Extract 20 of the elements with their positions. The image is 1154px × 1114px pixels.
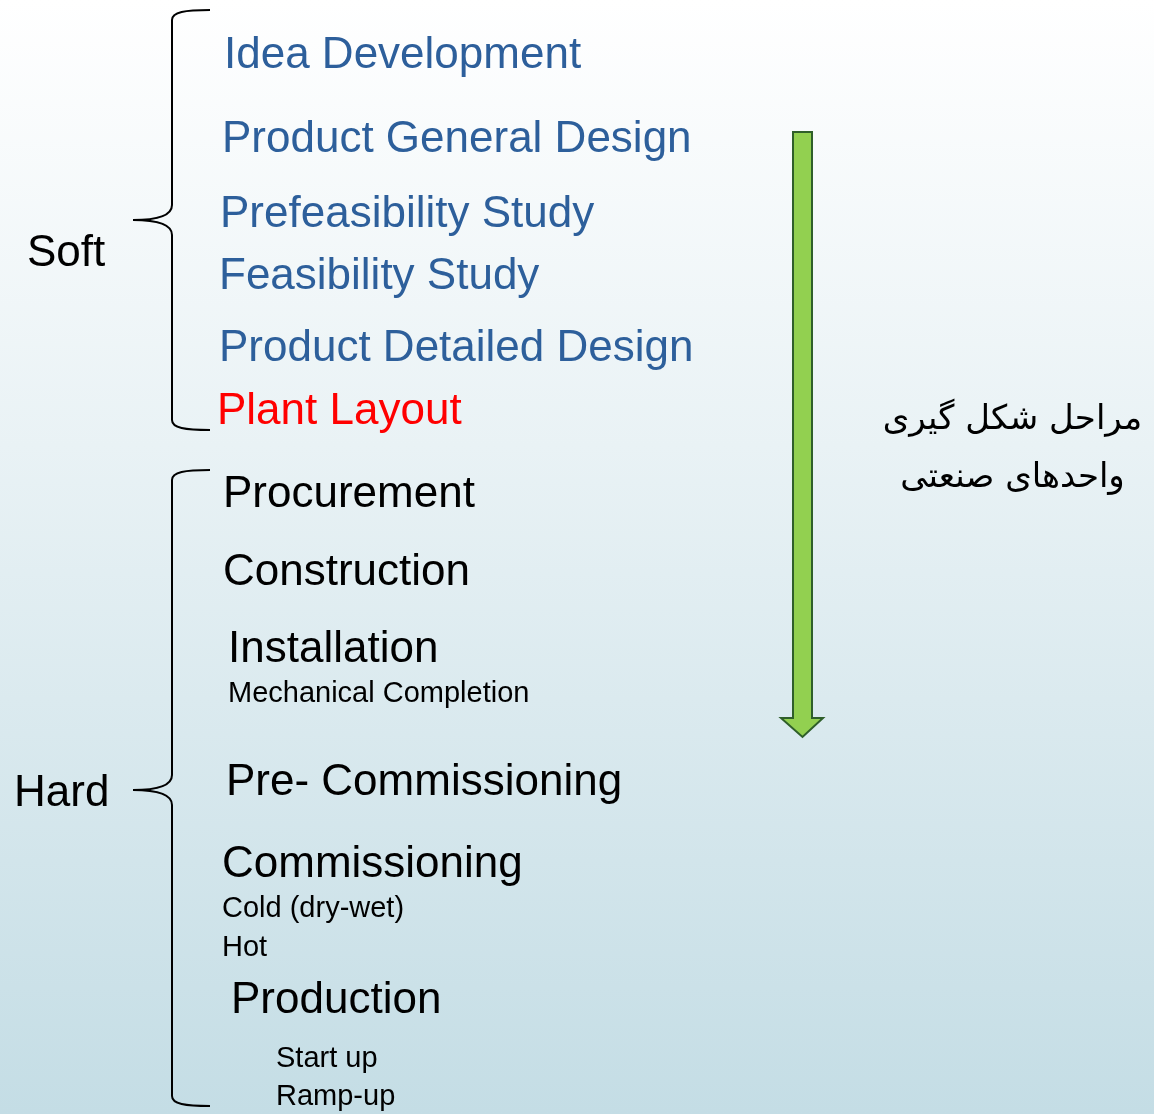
sub-stage-label: Cold (dry-wet) — [222, 893, 405, 922]
stage-label: Idea Development — [224, 31, 582, 75]
group-label: Soft — [27, 229, 106, 273]
arrow-caption: مراحل شکل گیری واحدهای صنعتی — [881, 396, 1144, 497]
group-label: Hard — [14, 769, 110, 813]
sub-stage-label: Hot — [222, 932, 268, 961]
sub-stage-label: Ramp-up — [276, 1081, 396, 1110]
stage-label: Commissioning — [222, 840, 523, 884]
stage-label: Product General Design — [222, 115, 692, 159]
stage-label: Product Detailed Design — [219, 324, 694, 368]
stage-label: Production — [231, 976, 442, 1020]
stage-label: Plant Layout — [217, 387, 462, 431]
stage-label: Construction — [223, 548, 470, 592]
stage-label: Pre- Commissioning — [226, 758, 623, 802]
stage-label: Procurement — [223, 470, 475, 514]
sub-stage-label: Start up — [276, 1043, 378, 1072]
stage-label: Installation — [228, 625, 439, 669]
stage-label: Prefeasibility Study — [220, 190, 595, 234]
stage-label: Feasibility Study — [219, 252, 540, 296]
sub-stage-label: Mechanical Completion — [228, 678, 530, 707]
